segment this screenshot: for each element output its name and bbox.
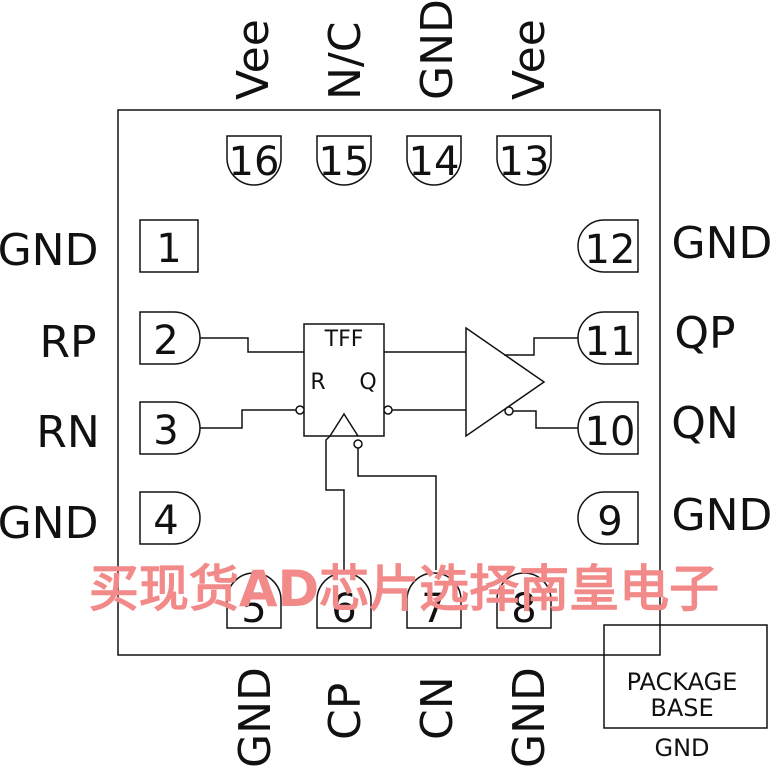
pin-9: 9 — [577, 491, 639, 545]
tff-block: TFF R Q — [303, 323, 385, 437]
pin-2: 2 — [139, 311, 201, 365]
qn-inversion-bubble — [504, 406, 514, 416]
pin-4: 4 — [139, 491, 201, 545]
pin-number-5: 5 — [241, 586, 266, 632]
bottom-label-5: GND — [230, 667, 281, 768]
right-label-11: QP — [674, 308, 735, 359]
pin-number-3: 3 — [153, 408, 178, 454]
top-label-16: Vee — [228, 19, 279, 100]
left-label-3: RN — [36, 407, 100, 458]
cn-inversion-bubble — [353, 439, 363, 449]
pin-number-12: 12 — [585, 227, 636, 273]
pin-15: 15 — [316, 135, 372, 186]
right-label-10: QN — [671, 398, 739, 449]
pin-number-4: 4 — [153, 498, 178, 544]
rn-inversion-bubble — [295, 405, 305, 415]
top-label-14: GND — [412, 0, 463, 100]
pin-8: 8 — [496, 572, 552, 632]
left-label-1: GND — [0, 225, 98, 276]
pin-number-13: 13 — [499, 139, 550, 185]
pin-number-7: 7 — [421, 586, 446, 632]
qbar-inversion-bubble — [383, 405, 393, 415]
package-base-line2: BASE — [650, 694, 713, 722]
pin-number-11: 11 — [585, 319, 636, 365]
pin-6: 6 — [316, 572, 372, 632]
bottom-label-6: CP — [320, 683, 371, 740]
right-label-12: GND — [672, 218, 770, 269]
package-base-gnd: GND — [654, 734, 709, 762]
tff-q-label: Q — [359, 370, 376, 395]
package-base: PACKAGE BASE GND — [603, 624, 768, 762]
pin-12: 12 — [577, 219, 639, 273]
left-label-2: RP — [39, 317, 96, 368]
right-label-9: GND — [672, 490, 770, 541]
pin-16: 16 — [226, 135, 282, 186]
pin-13: 13 — [496, 135, 552, 186]
pin-number-14: 14 — [409, 139, 460, 185]
watermark: 买现货AD芯片选择南皇电子 — [89, 560, 719, 618]
pin-3: 3 — [139, 401, 201, 455]
wiring — [200, 337, 578, 570]
bottom-label-8: GND — [504, 667, 555, 768]
tff-title: TFF — [324, 327, 364, 352]
output-buffer — [465, 326, 546, 438]
clock-triangle — [329, 412, 359, 437]
pin-number-2: 2 — [153, 318, 178, 364]
pin-7: 7 — [406, 572, 462, 632]
pin-number-15: 15 — [319, 139, 370, 185]
top-label-15: N/C — [320, 22, 371, 100]
package-outline — [117, 109, 661, 656]
pin-number-10: 10 — [585, 409, 636, 455]
pin-5: 5 — [226, 572, 282, 632]
left-label-4: GND — [0, 498, 98, 549]
package-base-line1: PACKAGE — [627, 668, 738, 696]
bottom-label-7: CN — [412, 676, 463, 740]
pin-10: 10 — [577, 401, 639, 455]
pin-number-1: 1 — [156, 226, 181, 272]
top-label-13: Vee — [504, 19, 555, 100]
pin-1: 1 — [139, 219, 199, 273]
pin-number-6: 6 — [331, 586, 356, 632]
pin-number-9: 9 — [597, 499, 622, 545]
pin-14: 14 — [406, 135, 462, 186]
pin-11: 11 — [577, 311, 639, 365]
pin-number-16: 16 — [229, 139, 280, 185]
tff-reset-label: R — [310, 370, 325, 395]
pin-number-8: 8 — [511, 586, 536, 632]
